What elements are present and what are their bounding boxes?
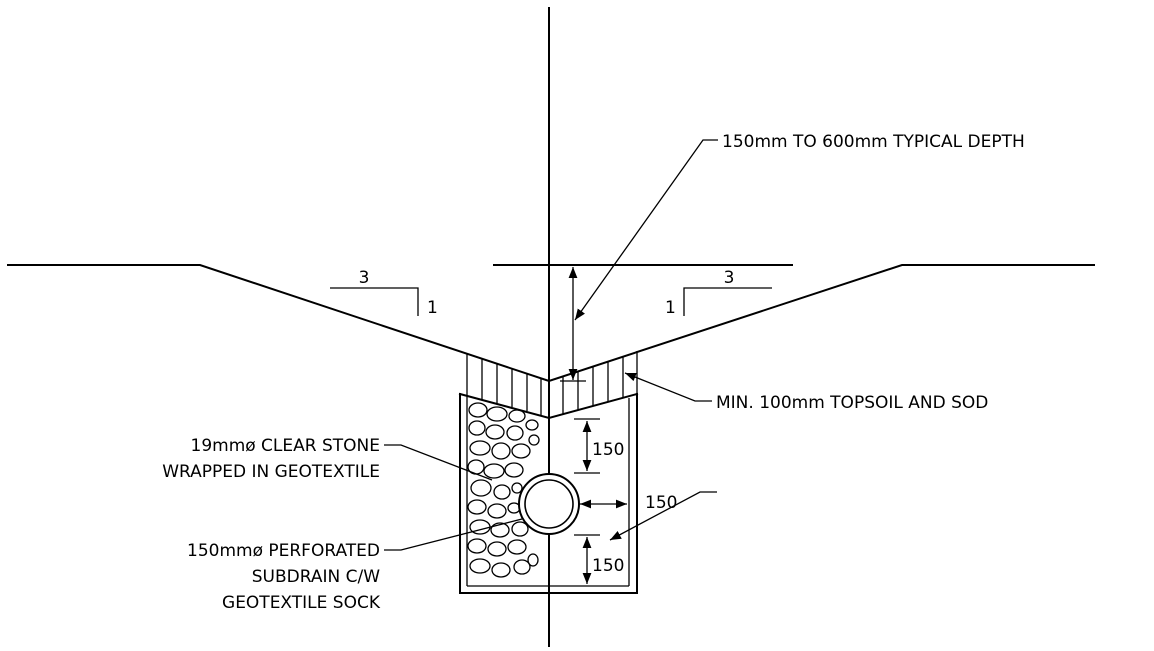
slope-right-run: 3: [724, 268, 735, 288]
dimension-below-pipe-value: 150: [592, 556, 624, 576]
dimension-above-pipe: 150: [574, 418, 624, 474]
depth-label: 150mm TO 600mm TYPICAL DEPTH: [722, 132, 1025, 152]
topsoil-hatching: [466, 351, 638, 415]
topsoil-label: MIN. 100mm TOPSOIL AND SOD: [716, 393, 988, 413]
dimension-below-pipe: 150: [574, 534, 624, 584]
pipe-callout: 150mmø PERFORATED SUBDRAIN C/W GEOTEXTIL…: [187, 518, 523, 613]
slope-left-run: 3: [359, 268, 370, 288]
clear-stone-label-line1: 19mmø CLEAR STONE: [191, 436, 381, 456]
trench-outline: [458, 392, 639, 594]
depth-dimension: [560, 267, 586, 382]
pipe-label-line1: 150mmø PERFORATED: [187, 541, 380, 561]
slope-indicator-left: 3 1: [330, 268, 438, 318]
slope-left-rise: 1: [427, 298, 438, 318]
slope-right-rise: 1: [665, 298, 676, 318]
dimension-above-pipe-value: 150: [592, 440, 624, 460]
dimension-beside-pipe-value: 150: [645, 493, 677, 513]
topsoil-callout: MIN. 100mm TOPSOIL AND SOD: [624, 372, 988, 413]
slope-indicator-right: 3 1: [665, 268, 772, 318]
pipe-label-line2: SUBDRAIN C/W: [252, 567, 380, 587]
subdrain-pipe: [518, 473, 580, 535]
clear-stone-label-line2: WRAPPED IN GEOTEXTILE: [162, 462, 380, 482]
ground-profile-line: [7, 264, 1095, 383]
clear-stone-callout: 19mmø CLEAR STONE WRAPPED IN GEOTEXTILE: [162, 436, 493, 482]
depth-callout: 150mm TO 600mm TYPICAL DEPTH: [574, 132, 1025, 321]
dimension-beside-pipe: 150: [580, 491, 717, 541]
pipe-label-line3: GEOTEXTILE SOCK: [222, 593, 381, 613]
